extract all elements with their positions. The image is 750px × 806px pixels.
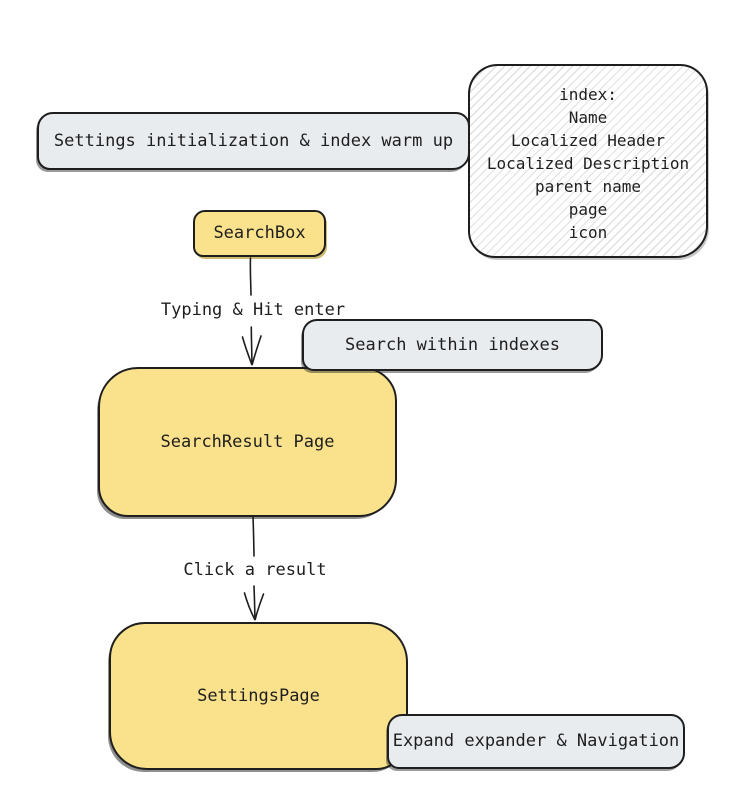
index-note-line: Localized Header (510, 131, 666, 150)
index-note-line: page (568, 200, 608, 219)
arrow-click-shaft-bottom (253, 585, 256, 620)
arrow-click-head-icon (243, 592, 265, 621)
index-note-line: index: (559, 85, 617, 104)
node-searchbox: SearchBox (193, 210, 326, 257)
arrow-typing-shaft-top (249, 257, 252, 296)
node-index-fields-note: index: Name Localized Header Localized D… (468, 64, 708, 258)
arrow-click-shaft-top (252, 515, 255, 557)
edge-label-click-a-result: Click a result (183, 560, 327, 580)
index-note-line: Name (568, 108, 608, 127)
node-settings-initialization-label: Settings initialization & index warm up (53, 130, 454, 151)
index-note-line: parent name (535, 177, 641, 196)
node-expand-expander-navigation: Expand expander & Navigation (387, 714, 685, 769)
arrow-typing-shaft-bottom (250, 326, 253, 365)
index-note-line: icon (568, 223, 608, 242)
node-search-within-indexes: Search within indexes (302, 319, 603, 371)
node-settings-initialization: Settings initialization & index warm up (37, 112, 470, 170)
node-expand-expander-navigation-label: Expand expander & Navigation (392, 731, 680, 752)
node-searchresult-page: SearchResult Page (98, 367, 397, 517)
index-note-line: Localized Description (486, 154, 690, 173)
node-searchresult-page-label: SearchResult Page (160, 431, 335, 452)
edge-label-typing-hit-enter: Typing & Hit enter (160, 300, 346, 320)
node-settings-page: SettingsPage (109, 622, 408, 770)
node-settings-page-label: SettingsPage (197, 685, 320, 706)
node-searchbox-label: SearchBox (213, 223, 306, 244)
node-search-within-indexes-label: Search within indexes (345, 334, 560, 355)
arrow-typing-head-icon (241, 335, 262, 366)
